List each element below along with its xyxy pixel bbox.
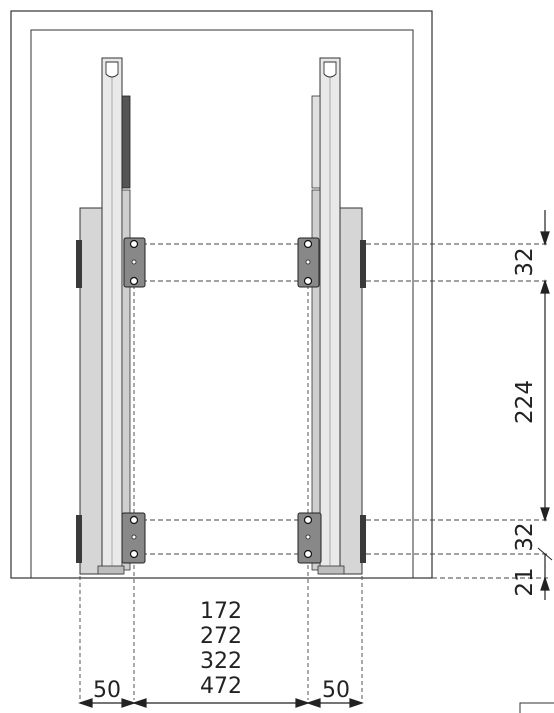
width-option-2: 272 (200, 624, 242, 649)
adjacent-drawing-fragment (519, 702, 554, 713)
right-dimension-chain (537, 210, 553, 600)
horizontal-extension-lines (134, 243, 548, 579)
dim-bottom-spacing: 32 (512, 522, 538, 551)
bottom-dimension-lines (78, 698, 364, 708)
left-runner (76, 57, 146, 575)
cabinet-outer-frame (10, 10, 433, 579)
dim-top-spacing: 32 (512, 247, 538, 276)
dim-middle-spacing: 224 (512, 380, 538, 424)
right-runner (297, 57, 366, 575)
width-option-1: 172 (200, 599, 242, 624)
dim-side-margin-right: 50 (322, 678, 350, 703)
width-option-3: 322 (200, 649, 242, 674)
dim-base-offset: 21 (512, 567, 538, 596)
dim-side-margin-left: 50 (93, 678, 121, 703)
width-option-4: 472 (200, 674, 242, 699)
cabinet-inner-frame (30, 29, 414, 579)
